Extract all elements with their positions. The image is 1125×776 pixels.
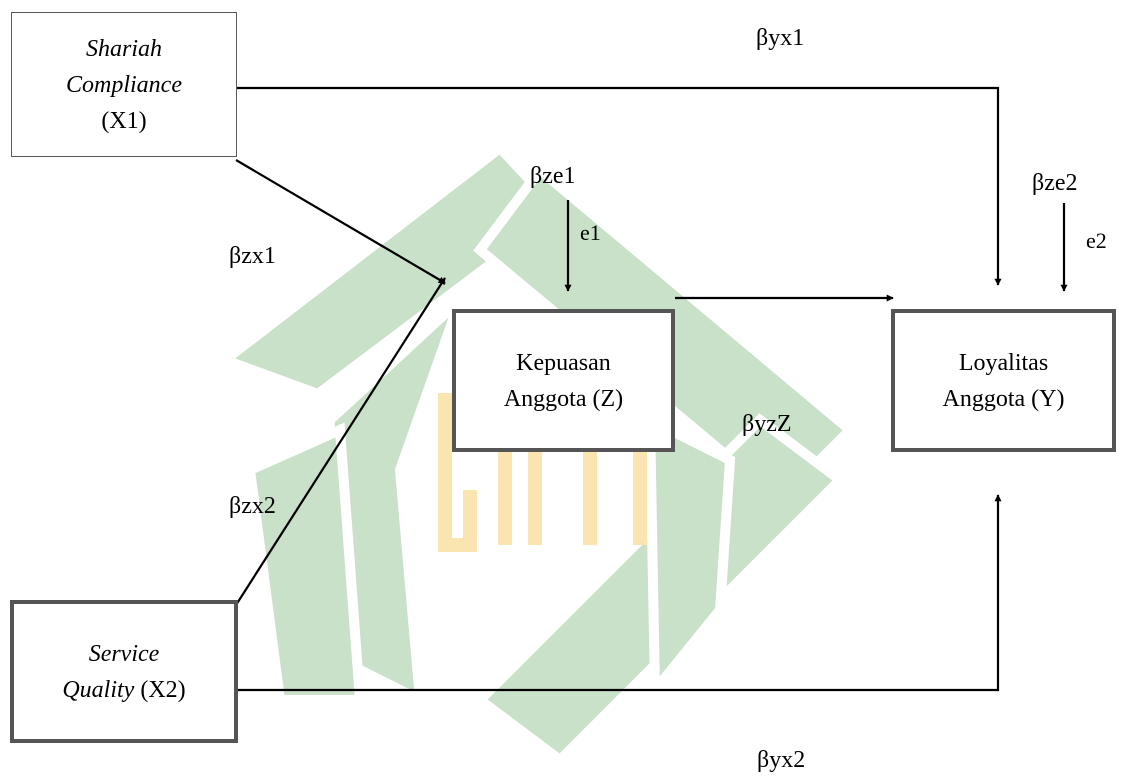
label-bze1: βze1 xyxy=(530,163,576,189)
node-x1-line3: (X1) xyxy=(101,103,146,139)
node-z-line2: Anggota (Z) xyxy=(504,381,623,417)
node-x1-line2: Compliance xyxy=(66,72,182,98)
path-x1-to-y xyxy=(236,88,998,285)
label-e2: e2 xyxy=(1086,228,1107,254)
label-byx1: βyx1 xyxy=(756,25,804,51)
label-bze2: βze2 xyxy=(1032,170,1078,196)
label-byzZ: βyzZ xyxy=(742,411,792,437)
node-x1: Shariah Compliance (X1) xyxy=(11,12,237,157)
node-x2-line2-rest: (X2) xyxy=(134,677,185,703)
node-y-line2: Anggota (Y) xyxy=(943,381,1065,417)
label-e1: e1 xyxy=(580,220,601,246)
node-z: Kepuasan Anggota (Z) xyxy=(452,309,675,452)
label-bzx1: βzx1 xyxy=(229,243,276,269)
path-x2-to-z xyxy=(236,278,445,605)
node-x2-line2-italic: Quality xyxy=(62,677,134,703)
label-byx2: βyx2 xyxy=(757,747,805,773)
path-x2-to-y xyxy=(236,495,998,690)
node-y: Loyalitas Anggota (Y) xyxy=(891,309,1116,452)
node-z-line1: Kepuasan xyxy=(516,345,611,381)
node-x1-line1: Shariah xyxy=(86,36,162,62)
node-x2: Service Quality (X2) xyxy=(10,600,238,743)
node-x2-line1: Service xyxy=(89,641,160,667)
node-y-line1: Loyalitas xyxy=(959,345,1048,381)
label-bzx2: βzx2 xyxy=(229,493,276,519)
